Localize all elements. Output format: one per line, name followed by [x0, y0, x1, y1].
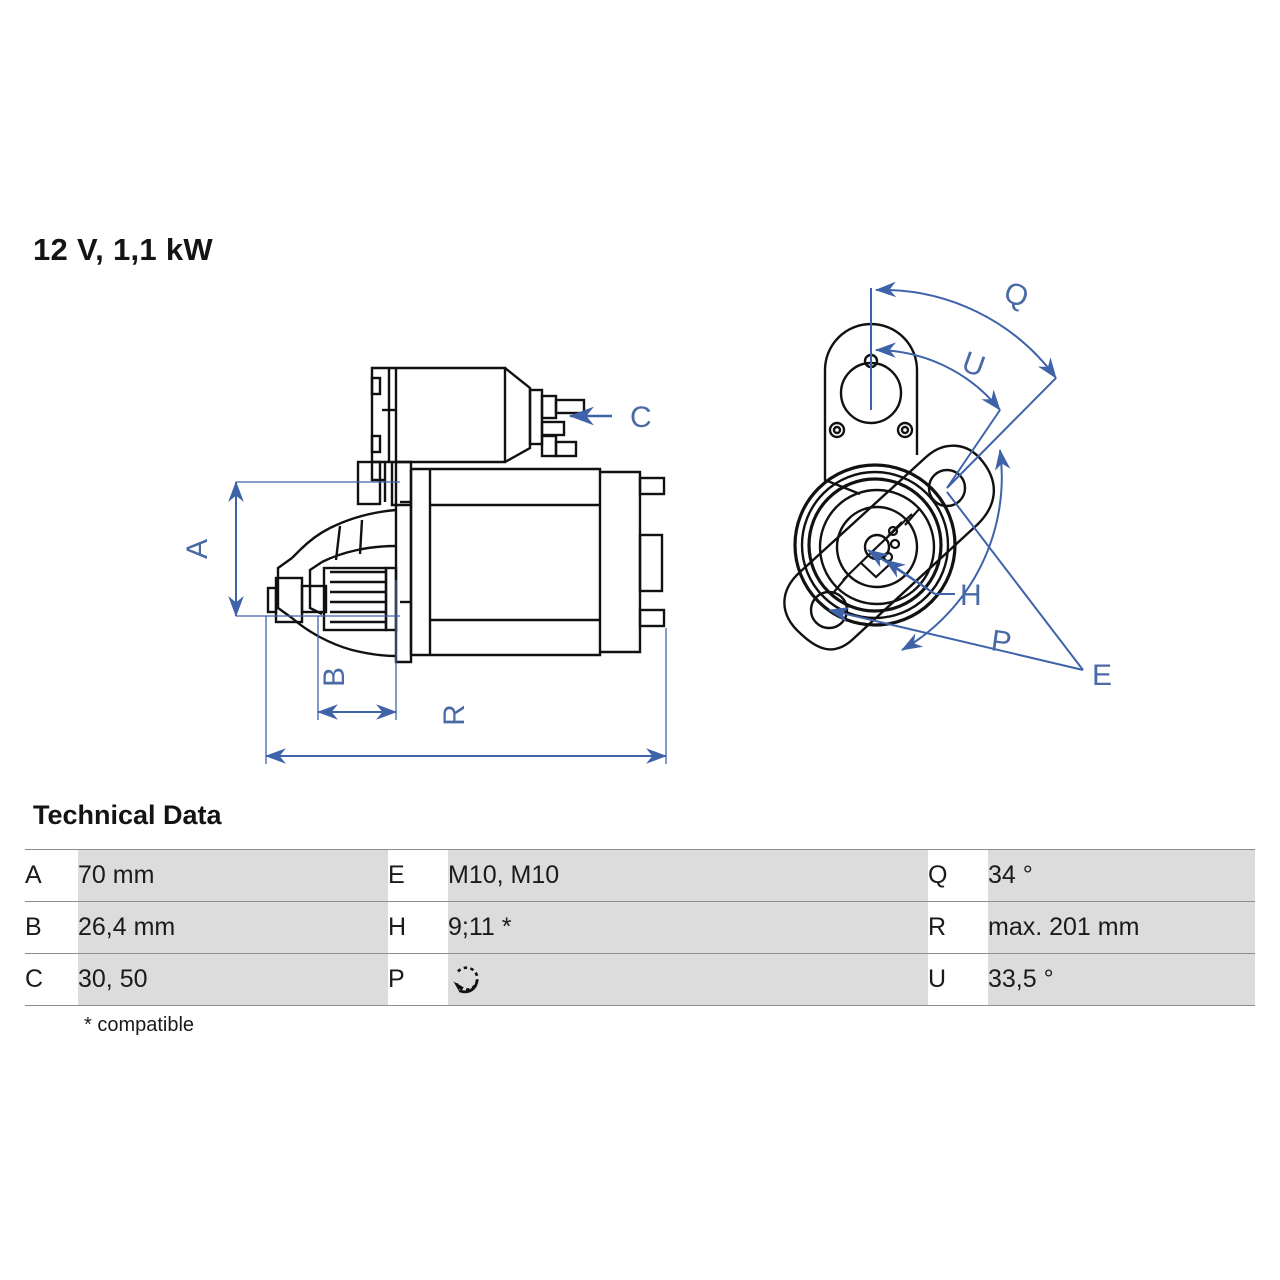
- row-label-q: Q: [928, 849, 988, 902]
- row-value-b: 26,4 mm: [78, 901, 388, 954]
- row-value-e: M10, M10: [448, 849, 928, 902]
- side-view-dimension-labels: A B C R: [181, 401, 652, 726]
- row-label-e: E: [388, 849, 448, 902]
- commutator-end-cap: [600, 470, 666, 654]
- dimension-label-b: B: [318, 667, 351, 687]
- front-view-dimension-labels: Q U H P E: [958, 276, 1112, 692]
- pinion-shaft: [266, 576, 328, 624]
- technical-data-heading: Technical Data: [33, 800, 222, 830]
- table-row: A 70 mm E M10, M10 Q 34 °: [25, 849, 1255, 902]
- front-view-drawing: [783, 322, 996, 651]
- pinion-gear: [322, 566, 398, 632]
- row-value-p: [448, 953, 928, 1006]
- row-value-h: 9;11 *: [448, 901, 928, 954]
- row-value-c: 30, 50: [78, 953, 388, 1006]
- solenoid-body: [370, 366, 544, 464]
- row-label-p: P: [388, 953, 448, 1006]
- dimension-label-q: Q: [1000, 276, 1033, 315]
- front-view-dimensions: [828, 281, 1084, 671]
- side-view-dimensions: [228, 481, 667, 764]
- row-value-q: 34 °: [988, 849, 1255, 902]
- dimension-label-r: R: [438, 704, 471, 726]
- dimension-label-u: U: [958, 346, 990, 384]
- row-label-a: A: [25, 849, 78, 902]
- row-label-u: U: [928, 953, 988, 1006]
- solenoid-connection: [356, 460, 412, 507]
- dimension-label-h: H: [960, 579, 982, 612]
- dimension-label-a: A: [181, 539, 214, 559]
- row-label-r: R: [928, 901, 988, 954]
- row-label-h: H: [388, 901, 448, 954]
- technical-drawing-area: A B C R: [0, 250, 1280, 790]
- technical-data-table-wrapper: A 70 mm E M10, M10 Q 34 ° B 26,4 mm H 9;…: [25, 849, 1255, 1006]
- row-value-r: max. 201 mm: [988, 901, 1255, 954]
- table-footnote: * compatible: [84, 1014, 195, 1036]
- table-row: B 26,4 mm H 9;11 * R max. 201 mm: [25, 901, 1255, 954]
- dimension-label-p: P: [989, 624, 1013, 659]
- row-label-b: B: [25, 901, 78, 954]
- rotation-ccw-icon: [448, 963, 482, 997]
- row-label-c: C: [25, 953, 78, 1006]
- side-view-drawing: [266, 366, 666, 664]
- technical-data-table: A 70 mm E M10, M10 Q 34 ° B 26,4 mm H 9;…: [25, 849, 1255, 1006]
- table-row: C 30, 50 P U 33,5 °: [25, 953, 1255, 1006]
- drive-housing-circles: [793, 463, 957, 627]
- dimension-label-e: E: [1092, 659, 1112, 692]
- dimension-label-c: C: [630, 401, 652, 434]
- drive-end-flange: [394, 460, 413, 664]
- row-value-u: 33,5 °: [988, 953, 1255, 1006]
- page-title: 12 V, 1,1 kW: [33, 232, 213, 267]
- motor-body: [409, 467, 602, 657]
- row-value-a: 70 mm: [78, 849, 388, 902]
- solenoid-terminals: [540, 394, 586, 458]
